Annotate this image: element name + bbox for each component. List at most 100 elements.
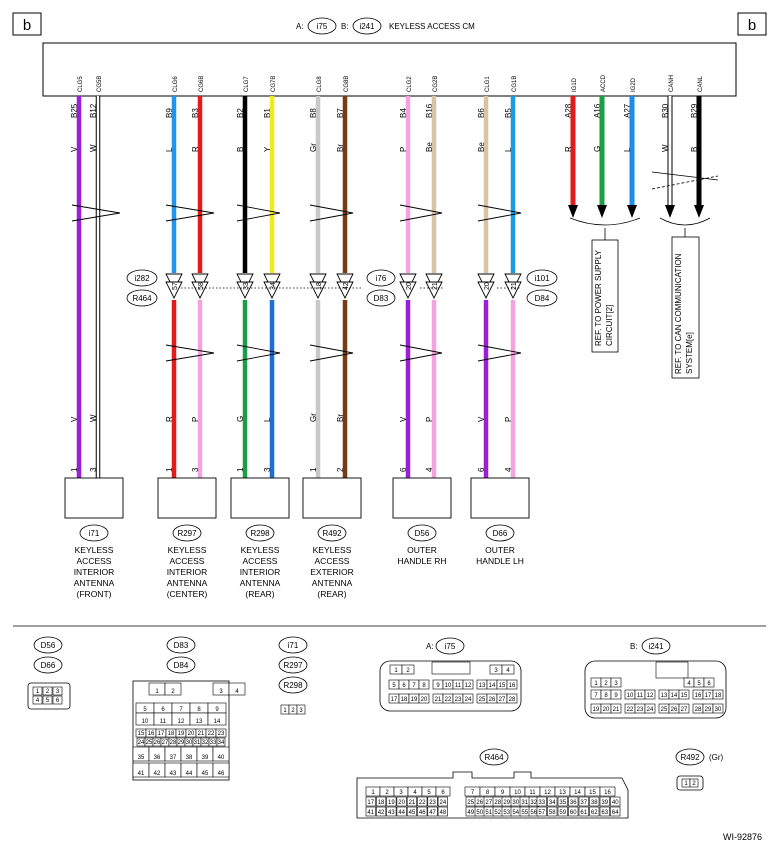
connector-pin-cell [506,693,518,704]
wire-arrow-A28 [568,205,578,218]
wire-signal-CLG1: CLG1 [485,76,491,92]
wire-break-mark [399,344,443,362]
component-conn-D56: D56 [415,529,430,538]
wire-signal-IG2D: IG2D [631,77,637,92]
component-box-R298 [230,477,290,519]
component-label-line: ANTENNA [312,578,353,588]
component-label-line: KEYLESS [75,545,114,555]
connector-pin-cell [365,806,376,817]
wire-signal-CLG7: CLG7 [244,76,250,92]
connector-pin-label: 12 [178,719,185,725]
connector-pin-label: 1 [283,708,287,714]
connector-pin-cell [375,796,387,807]
can-ref-line2: SYSTEM[e] [685,332,694,374]
connector-pin-label: 33 [210,740,217,746]
wire-pin-B16: B16 [425,103,434,118]
connector-pin-label: 61 [580,810,587,816]
connector-pin-label: 3 [494,668,498,674]
wire-color-top-B9: L [165,147,174,152]
splice-label-d83-oval [366,289,396,307]
connector-pin-label: 46 [218,771,225,777]
connector-i241-prefix: B: [630,642,638,651]
connector-pin-label: 31 [194,740,201,746]
wire-color-top-B1: Y [263,146,272,152]
corner-marker-left [12,12,42,36]
connector-r464-label: R464 [484,753,504,762]
connector-pin-label: 43 [388,810,395,816]
connector-pin-label: 54 [512,810,519,816]
wire-end-pin-B16: 4 [425,467,434,472]
keyless-access-cm-box [42,42,737,97]
connector-pin-label: 32 [202,740,209,746]
splice-connector-33: 33 [236,273,254,300]
connector-pin-cell [678,689,690,700]
connector-pin-label: 26 [671,707,678,713]
component-label-line: (CENTER) [167,589,208,599]
connector-r298-label-oval [278,676,308,694]
component-conn-oval-D56 [407,524,437,542]
splice-label-d84: D84 [535,294,550,303]
wire-break-mark [309,344,354,362]
splice-connector-21: 21 [425,273,443,300]
wire-pin-B4: B4 [399,108,408,118]
connector-pin-label: 15 [499,683,506,689]
connector-pin-label: 22 [627,707,634,713]
connector-pin-label: 2 [604,681,608,687]
connector-pin-label: 25 [467,800,474,806]
wire-color-bottom-B5: P [504,417,513,422]
connector-pin-cell [427,806,438,817]
connector-pin-cell [547,806,558,817]
component-box-R492 [302,477,362,519]
wire-color-bottom-B8: Gr [309,413,318,422]
wire-pin-B12: B12 [89,103,98,118]
connector-pin-label: 62 [591,810,598,816]
connector-pin-label: 21 [435,697,442,703]
component-conn-D66: D66 [493,529,508,538]
wire-pin-B2: B2 [236,108,245,118]
corner-marker-left-text: b [23,17,31,34]
component-label-line: KEYLESS [168,545,207,555]
connector-pin-label: 26 [489,697,496,703]
connector-pin-cell [386,806,397,817]
connector-pin-label: 3 [614,681,618,687]
connector-pin-label: 2 [46,689,50,695]
components-layer: i71KEYLESSACCESSINTERIORANTENNA(FRONT)R2… [64,477,530,599]
connector-pin-label: 43 [170,771,177,777]
connector-pin-label: 36 [154,755,161,761]
wire-end-pin-B8: 1 [309,467,318,472]
connector-pin-cell [501,664,515,675]
wire-end-pin-B25: 1 [70,467,79,472]
splice-connector-42: 42 [336,273,354,300]
connector-pin-label: 5 [392,683,396,689]
connector-pin-label: 5 [46,698,50,704]
component-label-line: ACCESS [243,556,278,566]
component-label-line: OUTER [407,545,437,555]
connector-pin-label: 21 [198,731,205,737]
wire-color-top-B16: Be [425,142,434,152]
connector-pin-label: 11 [455,683,462,689]
connector-pin-label: 1 [371,790,375,796]
wire-color-A16: G [593,146,602,152]
component-label-line: KEYLESS [241,545,280,555]
connector-pin-label: 35 [559,800,566,806]
footer-code: WI-92876 [723,832,762,842]
splice-pin-20: 20 [484,282,491,290]
component-box-R297 [157,477,217,519]
connector-pin-label: 45 [409,810,416,816]
connector-pin-label: 40 [612,800,619,806]
connector-pin-cell [712,689,724,700]
connector-pin-label: 8 [197,707,201,713]
connector-pin-label: 29 [178,740,185,746]
connector-pin-label: 4 [36,698,40,704]
connector-pin-label: 34 [549,800,556,806]
connector-d84-label: D84 [174,661,189,670]
wire-signal-CLG5: CLG5 [78,76,84,92]
wire-color-A27: L [623,147,632,152]
